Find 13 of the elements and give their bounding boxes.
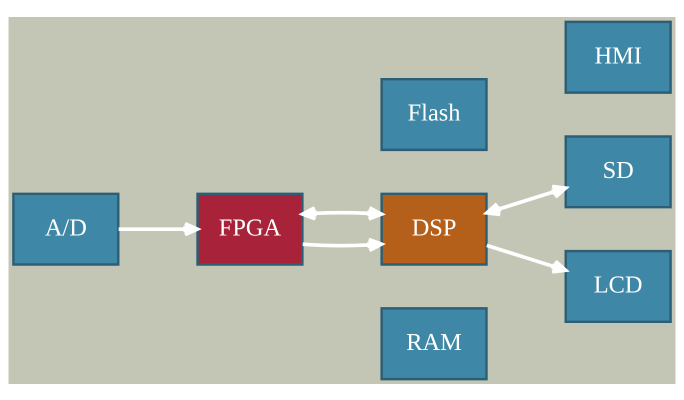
node-box: DSP — [380, 192, 488, 266]
arrow — [486, 243, 568, 274]
arrow — [485, 184, 568, 216]
node-box: RAM — [380, 306, 488, 380]
node-box: Flash — [380, 77, 488, 151]
node-box: FPGA — [196, 192, 304, 266]
node-box: HMI — [564, 20, 672, 94]
arrow — [118, 221, 200, 236]
node-box: SD — [564, 134, 672, 208]
arrow — [300, 206, 384, 220]
node-box: A/D — [12, 192, 120, 266]
node-box: LCD — [564, 249, 672, 323]
arrow — [302, 237, 384, 252]
